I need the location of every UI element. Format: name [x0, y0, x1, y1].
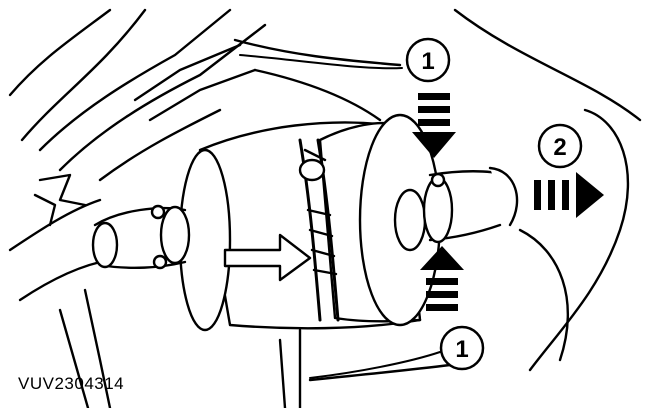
callout-lower: 1 — [439, 325, 485, 371]
figure-reference-code: VUV2304314 — [18, 374, 125, 393]
pull-arrow-right — [534, 172, 604, 218]
frame-lines — [8, 8, 642, 408]
callout-right: 2 — [537, 123, 583, 169]
fuel-filter — [91, 113, 519, 332]
press-arrow-up — [420, 246, 464, 311]
callout-leader-upper — [239, 54, 403, 70]
callout-leader-lower — [309, 351, 441, 379]
callout-upper-label: 1 — [421, 48, 434, 75]
flow-direction-arrow — [223, 233, 312, 282]
callout-right-label: 2 — [553, 134, 566, 161]
callout-upper: 1 — [405, 37, 451, 83]
callout-lower-label: 1 — [455, 336, 468, 363]
press-arrow-down — [412, 93, 456, 158]
